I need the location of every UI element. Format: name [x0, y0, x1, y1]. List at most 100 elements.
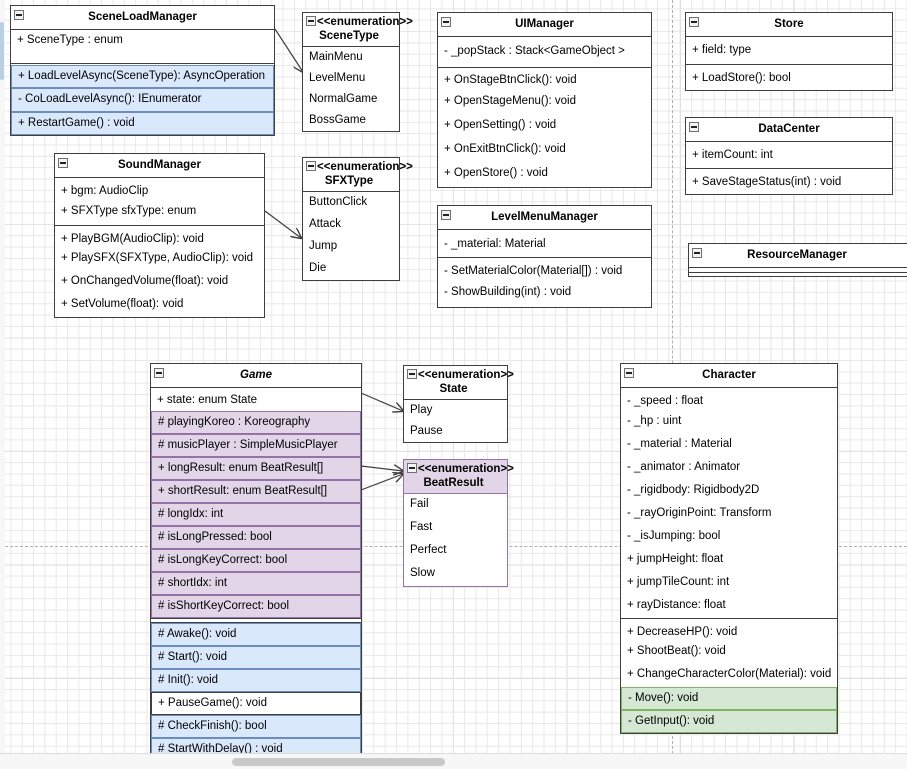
collapse-icon[interactable]: [14, 10, 24, 20]
attribute-row[interactable]: - _speed : float: [621, 388, 837, 412]
enum-literal[interactable]: Die: [309, 261, 327, 274]
attribute-row[interactable]: - _hp : uint: [621, 411, 837, 435]
operation-row[interactable]: # Awake(): void: [151, 623, 361, 647]
operation-row[interactable]: - CoLoadLevelAsync(): IEnumerator: [11, 88, 274, 112]
enum-literal[interactable]: NormalGame: [309, 92, 378, 105]
collapse-icon[interactable]: [306, 16, 316, 26]
enum-literal[interactable]: ButtonClick: [309, 195, 368, 208]
operation-row[interactable]: - Move(): void: [621, 687, 837, 711]
collapse-icon[interactable]: [441, 17, 451, 27]
attribute-row[interactable]: - _isJumping: bool: [621, 526, 837, 550]
attribute-row[interactable]: + itemCount: int: [686, 142, 892, 169]
collapse-icon[interactable]: [407, 369, 417, 379]
attribute-row[interactable]: # shortIdx: int: [151, 572, 361, 596]
enum-literal[interactable]: Slow: [410, 566, 435, 579]
attribute-row[interactable]: - _rigidbody: Rigidbody2D: [621, 480, 837, 504]
class-title: Game: [151, 364, 361, 389]
attribute-row[interactable]: # playingKoreo : Koreography: [151, 411, 361, 435]
enum-literal[interactable]: Attack: [309, 217, 341, 230]
operation-row[interactable]: + OnExitBtnClick(): void: [438, 139, 651, 164]
operation-row[interactable]: + OnChangedVolume(float): void: [55, 271, 264, 295]
attribute-row[interactable]: # isLongKeyCorrect: bool: [151, 549, 361, 573]
operation-row[interactable]: # Start(): void: [151, 646, 361, 670]
collapse-icon[interactable]: [306, 161, 316, 171]
attribute-row[interactable]: + jumpTileCount: int: [621, 572, 837, 596]
attribute-row[interactable]: - _rayOriginPoint: Transform: [621, 503, 837, 527]
enum-literal[interactable]: Fail: [410, 497, 429, 510]
operation-row[interactable]: + OpenStageMenu(): void: [438, 91, 651, 116]
collapse-icon[interactable]: [624, 368, 634, 378]
operation-row[interactable]: + DecreaseHP(): void: [621, 618, 837, 642]
horizontal-scrollbar[interactable]: [0, 753, 907, 769]
operation-row[interactable]: + PlayBGM(AudioClip): void: [55, 225, 264, 249]
collapse-icon[interactable]: [689, 122, 699, 132]
operation-row[interactable]: - GetInput(): void: [621, 710, 837, 734]
horizontal-scrollbar-thumb[interactable]: [232, 758, 445, 766]
enum-state[interactable]: <<enumeration>> State Play Pause: [403, 365, 514, 443]
attribute-row[interactable]: # musicPlayer : SimpleMusicPlayer: [151, 434, 361, 458]
attribute-row[interactable]: # longIdx: int: [151, 503, 361, 527]
collapse-icon[interactable]: [441, 210, 451, 220]
enum-literal[interactable]: LevelMenu: [309, 71, 366, 84]
operation-row[interactable]: + SaveStageStatus(int) : void: [686, 168, 892, 195]
attribute-row[interactable]: - _animator : Animator: [621, 457, 837, 481]
enum-literal[interactable]: MainMenu: [309, 50, 363, 63]
attribute-row[interactable]: + jumpHeight: float: [621, 549, 837, 573]
attribute-row[interactable]: - _popStack : Stack<GameObject >: [438, 37, 651, 68]
operation-row[interactable]: + OnStageBtnClick(): void: [438, 67, 651, 92]
class-ui-manager[interactable]: UIManager - _popStack : Stack<GameObject…: [437, 12, 652, 189]
class-game[interactable]: Game + state: enum State # playingKoreo …: [150, 363, 362, 763]
enum-literal[interactable]: Fast: [410, 520, 433, 533]
attribute-row[interactable]: # isLongPressed: bool: [151, 526, 361, 550]
class-store[interactable]: Store + field: type + LoadStore(): bool: [685, 12, 893, 92]
attribute-row[interactable]: + shortResult: enum BeatResult[]: [151, 480, 361, 504]
attribute-row[interactable]: + bgm: AudioClip: [55, 178, 264, 202]
attribute-row[interactable]: + SFXType sfxType: enum: [55, 201, 264, 226]
class-data-center[interactable]: DataCenter + itemCount: int + SaveStageS…: [685, 117, 893, 196]
vertical-scrollbar[interactable]: [0, 0, 5, 754]
enum-scene-type[interactable]: <<enumeration>> SceneType MainMenu Level…: [302, 12, 413, 132]
enum-literal[interactable]: Jump: [309, 239, 338, 252]
class-scene-load-manager[interactable]: SceneLoadManager + SceneType : enum + Lo…: [10, 5, 275, 136]
operation-section[interactable]: [689, 272, 907, 277]
enum-literal[interactable]: Play: [410, 403, 433, 416]
class-level-menu-manager[interactable]: LevelMenuManager - _material: Material -…: [437, 205, 652, 309]
attribute-row[interactable]: - _material: Material: [438, 230, 651, 258]
attribute-section[interactable]: [689, 268, 907, 273]
operation-row[interactable]: + LoadStore(): bool: [686, 64, 892, 91]
attribute-row[interactable]: + longResult: enum BeatResult[]: [151, 457, 361, 481]
enum-literal[interactable]: Pause: [410, 424, 443, 437]
operation-row[interactable]: + OpenSetting() : void: [438, 115, 651, 140]
vertical-scrollbar-thumb[interactable]: [0, 22, 4, 80]
operation-row[interactable]: # Init(): void: [151, 669, 361, 693]
enum-sfx-type[interactable]: <<enumeration>> SFXType ButtonClick Atta…: [302, 157, 413, 281]
operation-row[interactable]: + PlaySFX(SFXType, AudioClip): void: [55, 248, 264, 272]
operation-row[interactable]: + ChangeCharacterColor(Material): void: [621, 664, 837, 688]
class-resource-manager[interactable]: ResourceManager: [688, 243, 907, 278]
enum-beat-result[interactable]: <<enumeration>> BeatResult Fail Fast Per…: [403, 459, 514, 587]
collapse-icon[interactable]: [58, 158, 68, 168]
collapse-icon[interactable]: [407, 463, 417, 473]
operation-row[interactable]: + RestartGame() : void: [11, 111, 274, 135]
attribute-row[interactable]: - _material : Material: [621, 434, 837, 458]
collapse-icon[interactable]: [154, 368, 164, 378]
operation-row[interactable]: - ShowBuilding(int) : void: [438, 282, 651, 308]
class-character[interactable]: Character - _speed : float - _hp : uint …: [620, 363, 838, 735]
collapse-icon[interactable]: [692, 248, 702, 258]
class-sound-manager[interactable]: SoundManager + bgm: AudioClip + SFXType …: [54, 153, 265, 319]
operation-row[interactable]: - SetMaterialColor(Material[]) : void: [438, 257, 651, 283]
enum-literal[interactable]: BossGame: [309, 113, 366, 126]
attribute-row[interactable]: + state: enum State: [151, 388, 361, 412]
operation-row[interactable]: + PauseGame(): void: [151, 692, 361, 716]
operation-row[interactable]: + OpenStore() : void: [438, 163, 651, 188]
attribute-row[interactable]: # isShortKeyCorrect: bool: [151, 595, 361, 619]
attribute-row[interactable]: + rayDistance: float: [621, 595, 837, 619]
operation-row[interactable]: # CheckFinish(): bool: [151, 715, 361, 739]
attribute-row[interactable]: + field: type: [686, 37, 892, 65]
enum-literal[interactable]: Perfect: [410, 543, 447, 556]
operation-row[interactable]: + SetVolume(float): void: [55, 294, 264, 318]
operation-row[interactable]: + ShootBeat(): void: [621, 641, 837, 665]
collapse-icon[interactable]: [689, 17, 699, 27]
operation-row[interactable]: + LoadLevelAsync(SceneType): AsyncOperat…: [11, 65, 274, 89]
attribute-row[interactable]: + SceneType : enum: [11, 30, 274, 64]
